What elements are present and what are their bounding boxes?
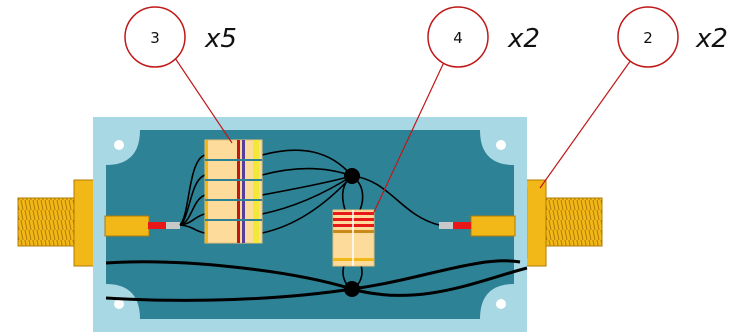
- callout-circle: [617, 6, 679, 68]
- callout-quantity: x2: [507, 24, 540, 54]
- screw-hole-bl: [114, 299, 124, 309]
- callout-3: 3 x5: [124, 6, 237, 68]
- callout-circle: [427, 6, 489, 68]
- left-inner-pin: [104, 215, 150, 237]
- wire: [351, 175, 440, 226]
- wire: [179, 174, 206, 226]
- terminal-block-dividers: [205, 159, 262, 221]
- right-wire-sleeve-red: [453, 222, 471, 229]
- callout-number: 4: [453, 29, 463, 47]
- left-wire-tip: [166, 222, 180, 229]
- leader-line-4: [373, 59, 446, 213]
- leader-line-2: [539, 59, 632, 189]
- terminal-block-x5: [204, 139, 263, 244]
- wire: [179, 194, 206, 226]
- left-wire-sleeve-red: [148, 222, 166, 229]
- right-thread: [545, 197, 603, 247]
- wire: [261, 175, 353, 215]
- screw-hole-tr: [496, 140, 506, 150]
- callout-quantity: x5: [204, 24, 237, 54]
- left-nut: [73, 179, 95, 267]
- left-thread: [17, 197, 77, 247]
- right-wire-tip: [439, 222, 453, 229]
- left-connector: [17, 179, 101, 267]
- terminal-block-stripe-yellow: [253, 140, 259, 243]
- screw-hole-br: [496, 299, 506, 309]
- wire: [261, 149, 353, 177]
- terminal-block-stripe-purple: [242, 140, 245, 243]
- screw-hole-tl: [114, 140, 124, 150]
- callout-number: 2: [643, 29, 653, 47]
- leader-lines: [174, 57, 632, 213]
- terminal-block-stripe-red: [237, 140, 240, 243]
- wire: [179, 224, 206, 234]
- terminal-block-edge-left: [205, 140, 208, 243]
- junction-node-bottom: [344, 281, 360, 297]
- wire-connector-x2: [332, 209, 375, 267]
- junction-node-top: [344, 168, 360, 184]
- callout-circle: [124, 6, 186, 68]
- callout-quantity: x2: [695, 24, 728, 54]
- terminal-block-body: [204, 139, 263, 244]
- right-connector: [520, 179, 603, 267]
- callout-4: 4 x2: [427, 6, 540, 68]
- callout-2: 2 x2: [617, 6, 728, 68]
- leader-line-3: [174, 57, 233, 144]
- right-nut: [525, 179, 547, 267]
- right-inner-pin: [470, 215, 516, 237]
- callout-number: 3: [150, 29, 160, 47]
